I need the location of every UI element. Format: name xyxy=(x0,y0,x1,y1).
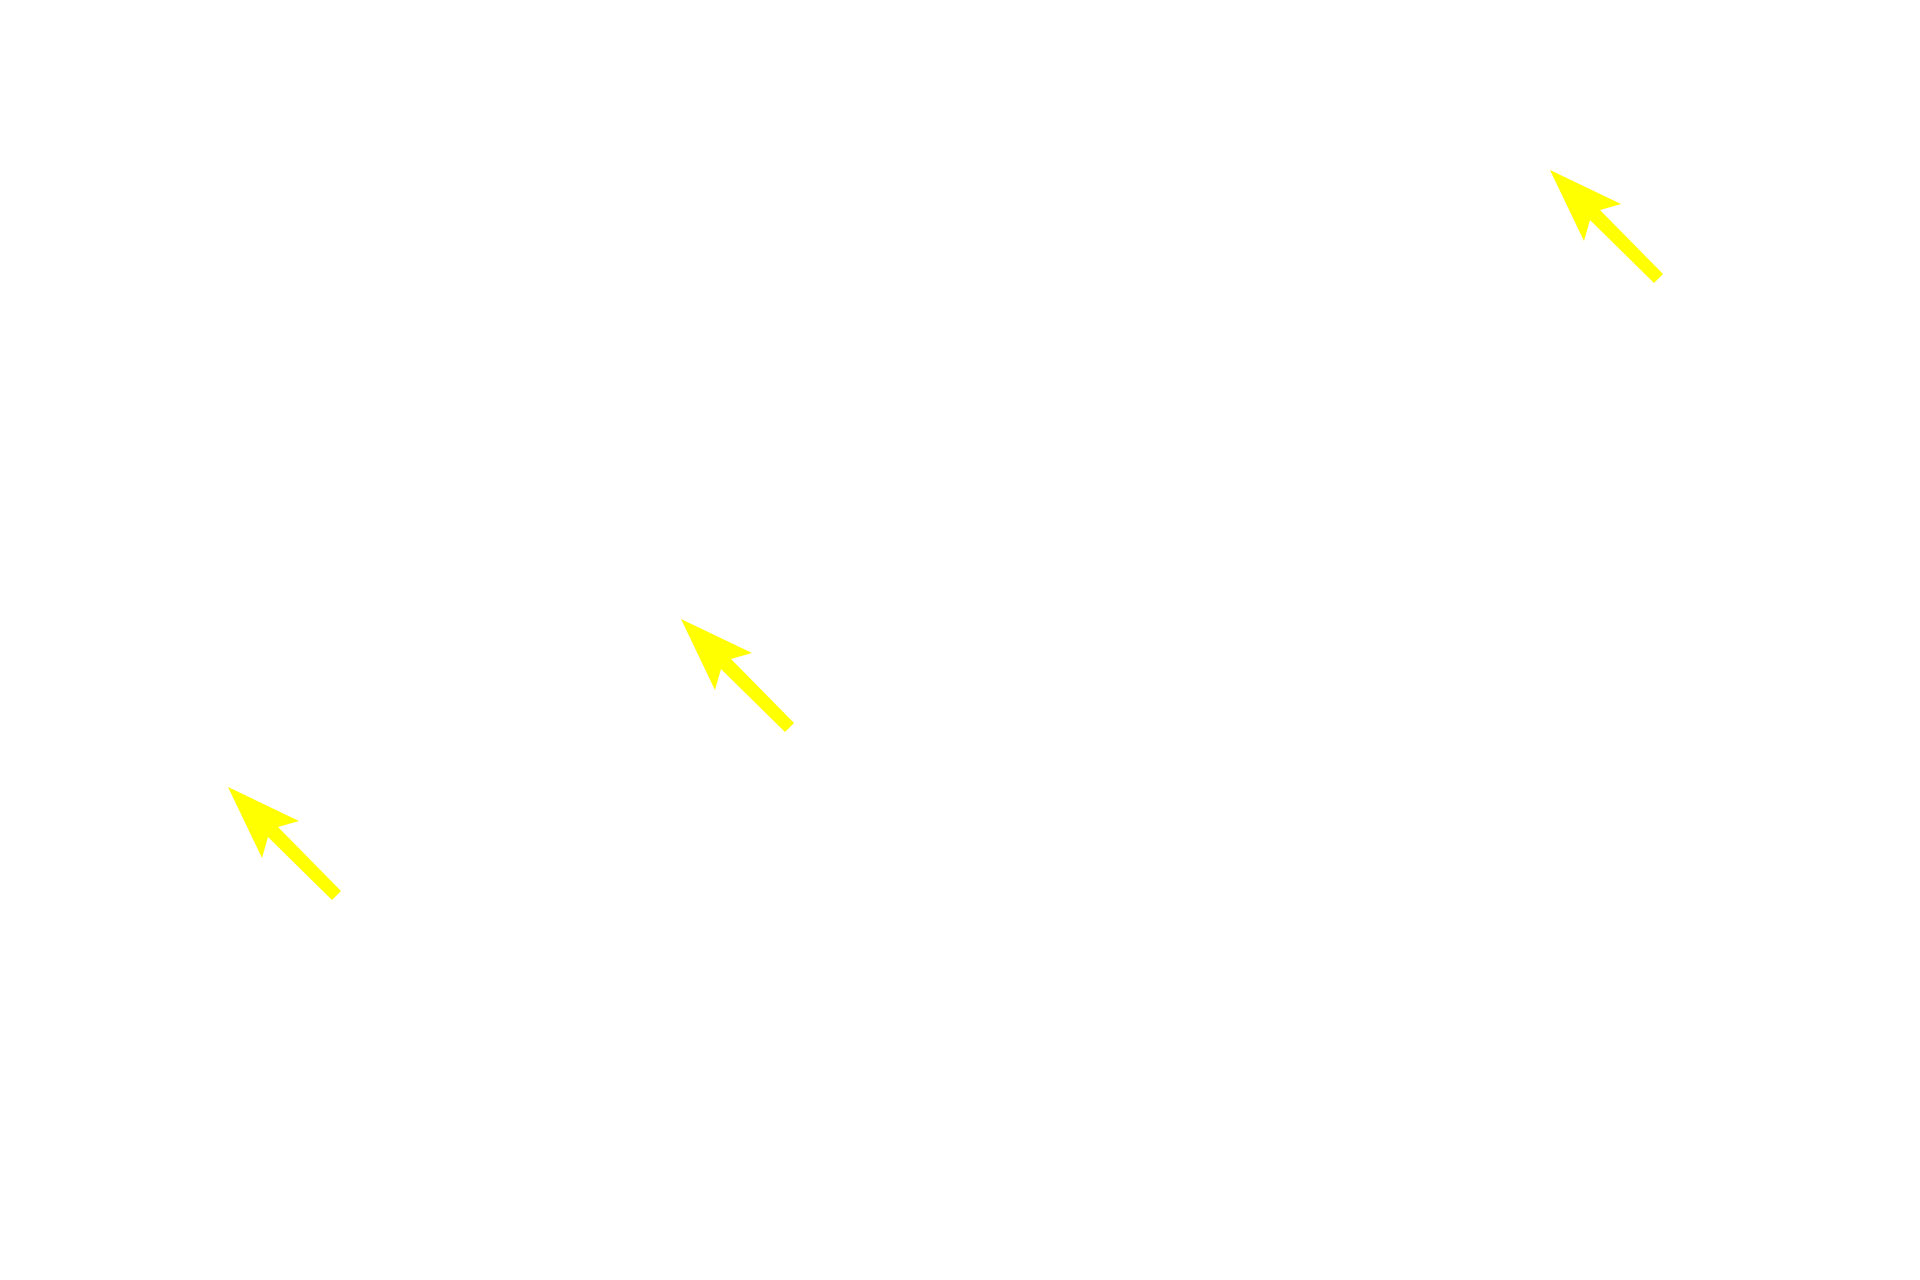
arrow-up-left-icon xyxy=(681,619,794,732)
arrow-up-left-icon xyxy=(228,787,341,900)
arrow-up-left-icon xyxy=(1550,170,1663,283)
